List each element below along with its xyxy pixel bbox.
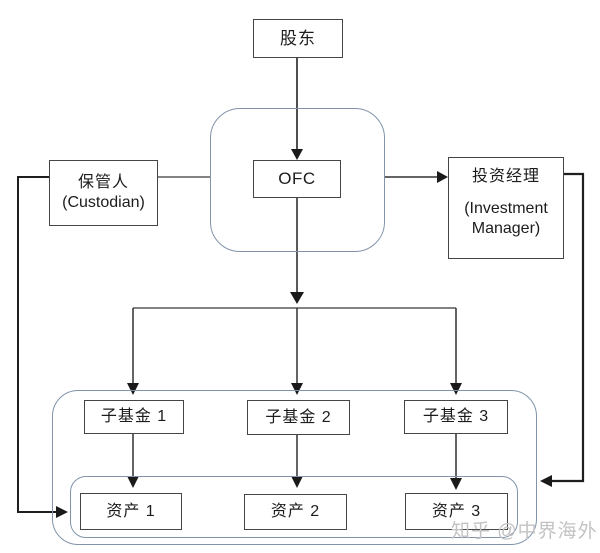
node-asset-2: 资产 2: [244, 494, 347, 530]
arrow-ofc-to-branch: [290, 198, 304, 304]
arrow-ofc-to-manager: [385, 171, 448, 183]
node-asset-2-label: 资产 2: [270, 503, 321, 520]
arrow-custodian-to-assets: [17, 176, 68, 518]
arrow-branch-to-subfund-3: [450, 308, 462, 395]
node-asset-3-label: 资产 3: [431, 502, 482, 520]
node-subfund-1: 子基金 1: [84, 400, 184, 434]
node-custodian-label-cn: 保管人: [77, 174, 129, 191]
node-subfund-1-label: 子基金 1: [100, 408, 168, 425]
node-manager-label-cn: 投资经理: [471, 168, 540, 185]
arrow-branch-to-subfund-2: [291, 308, 303, 395]
node-ofc: OFC: [253, 160, 341, 198]
node-subfund-2: 子基金 2: [247, 400, 350, 435]
node-custodian-label-en: (Custodian): [62, 194, 145, 211]
arrow-branch-to-subfund-1: [127, 308, 139, 395]
node-shareholder-label: 股东: [280, 28, 316, 48]
ofc-company-group: [210, 108, 385, 252]
node-subfund-3: 子基金 3: [404, 400, 508, 434]
arrow-subfund-1-to-asset-1: [127, 434, 139, 488]
node-asset-3: 资产 3: [405, 493, 508, 530]
node-asset-1: 资产 1: [80, 493, 182, 530]
node-asset-1-label: 资产 1: [106, 502, 156, 520]
node-investment-manager: 投资经理 (Investment Manager): [448, 157, 564, 259]
subfunds-group: [52, 390, 537, 545]
node-subfund-2-label: 子基金 2: [265, 408, 332, 426]
node-ofc-label: OFC: [278, 169, 316, 189]
assets-group: [70, 476, 518, 538]
arrow-subfund-2-to-asset-2: [291, 435, 303, 488]
arrow-manager-to-funds: [540, 172, 585, 487]
node-shareholder: 股东: [253, 19, 343, 58]
arrow-subfund-3-to-asset-3: [450, 434, 462, 490]
node-manager-label-en-2: Manager): [471, 220, 541, 237]
node-custodian: 保管人 (Custodian): [49, 160, 158, 226]
node-manager-label-en-1: (Investment: [464, 200, 548, 217]
node-subfund-3-label: 子基金 3: [422, 408, 490, 425]
arrow-shareholder-to-ofc: [291, 58, 303, 160]
